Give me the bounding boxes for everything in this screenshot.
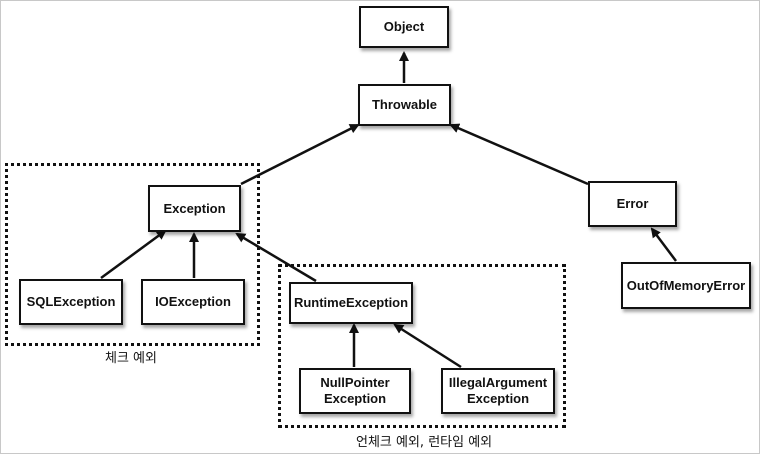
arrow-error-to-throwable <box>449 123 589 186</box>
arrow-sqlexception-to-exception <box>100 229 167 280</box>
unchecked-exception-group <box>278 264 566 428</box>
checked-exception-label: 체크 예외 <box>105 351 157 366</box>
outofmemoryerror-node: OutOfMemoryError <box>621 262 751 309</box>
ioexception-node: IOException <box>141 279 245 325</box>
runtimeexception-node-label: RuntimeException <box>293 295 409 311</box>
outofmemoryerror-node-label: OutOfMemoryError <box>626 277 746 293</box>
error-node: Error <box>588 181 677 227</box>
nullpointerexception-node: NullPointer Exception <box>299 368 411 414</box>
ioexception-node-label: IOException <box>155 294 231 310</box>
unchecked-exception-label: 언체크 예외, 런타임 예외 <box>356 435 493 450</box>
runtimeexception-node: RuntimeException <box>289 282 413 324</box>
arrow-outofmemoryerror-to-error <box>650 227 677 262</box>
checked-exception-group <box>5 163 260 346</box>
arrow-runtimeexception-to-exception <box>235 232 317 283</box>
nullpointerexception-node-label: NullPointer Exception <box>320 375 390 406</box>
illegalargumentexception-node-label: IllegalArgument Exception <box>448 375 548 406</box>
arrow-exception-to-throwable <box>240 123 360 186</box>
exception-node-label: Exception <box>163 200 226 216</box>
error-node-label: Error <box>616 196 649 212</box>
object-node-label: Object <box>383 19 425 35</box>
object-node: Object <box>359 6 449 48</box>
illegalargumentexception-node: IllegalArgument Exception <box>441 368 555 414</box>
throwable-node-label: Throwable <box>371 97 437 113</box>
sqlexception-node: SQLException <box>19 279 123 325</box>
sqlexception-node-label: SQLException <box>26 294 116 310</box>
throwable-node: Throwable <box>358 84 451 126</box>
exception-node: Exception <box>148 185 241 232</box>
arrow-illegalargument-to-runtimeexception <box>393 323 462 369</box>
